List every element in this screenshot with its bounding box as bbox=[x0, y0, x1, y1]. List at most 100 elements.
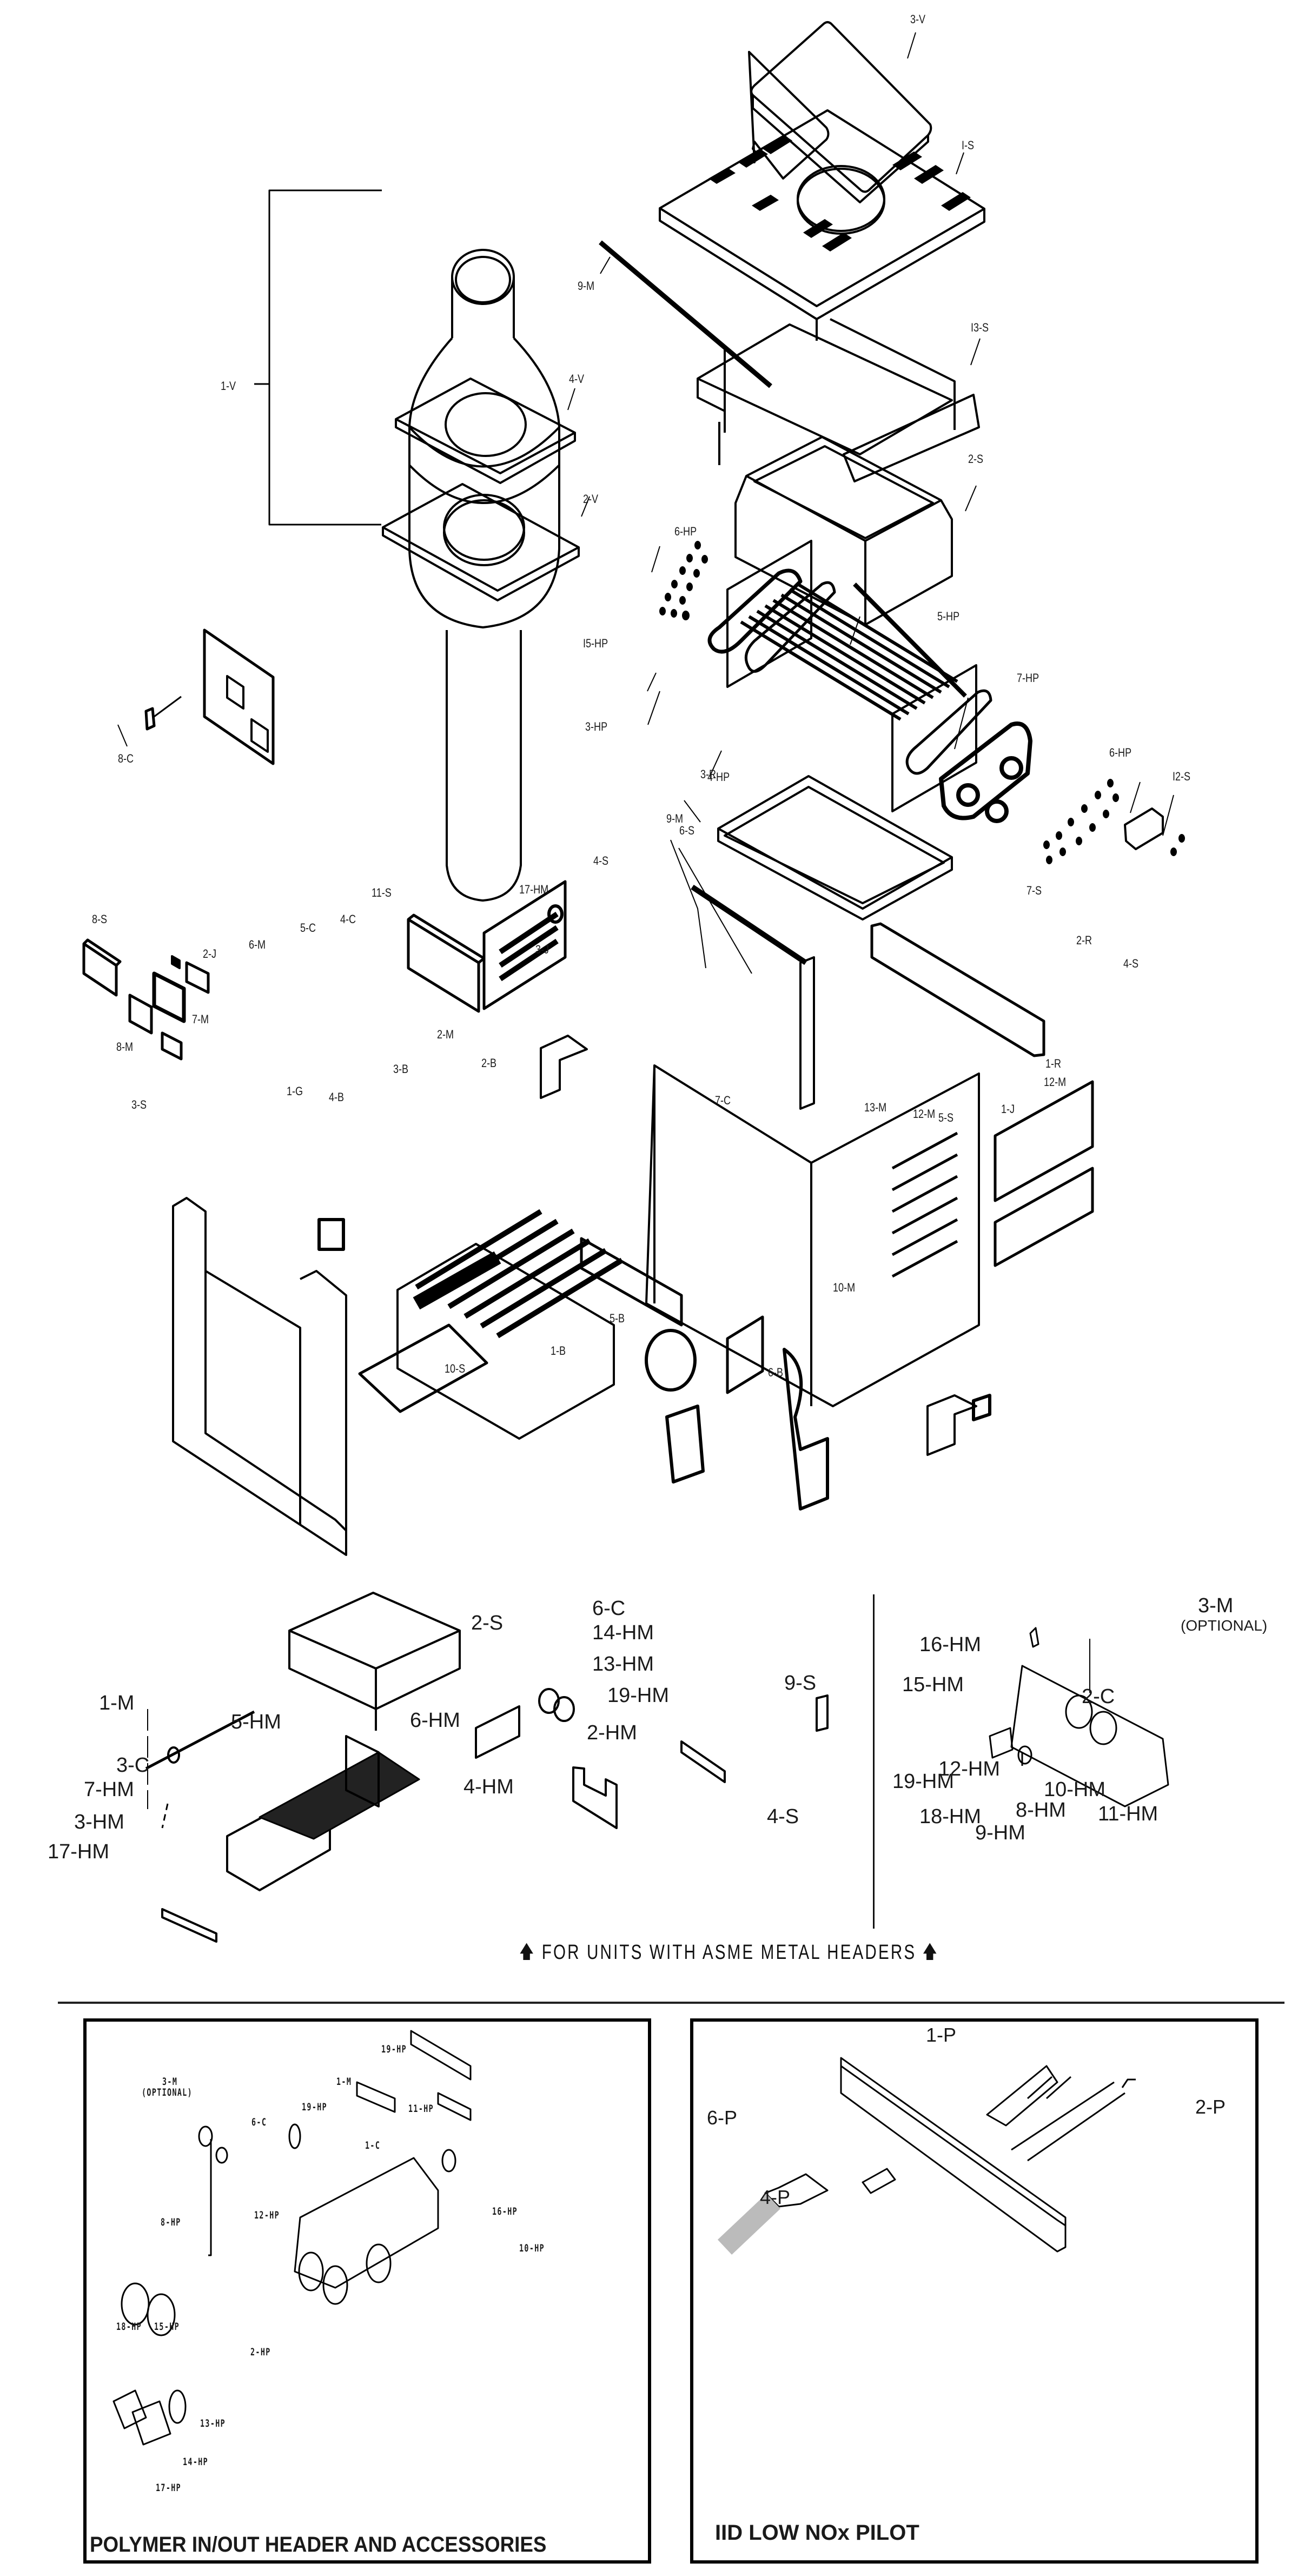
tray-part bbox=[717, 775, 953, 921]
bracket-part bbox=[1124, 807, 1164, 850]
callout-label: 4-V bbox=[569, 372, 585, 386]
callout-label: 6-C bbox=[592, 1597, 626, 1620]
callout-label: 9-M bbox=[666, 812, 684, 825]
callout-label: 18-HM bbox=[919, 1805, 982, 1828]
callout-label: 3-R bbox=[700, 767, 717, 781]
asme-heat-exchanger-part bbox=[226, 1735, 420, 1891]
callout-label: 2-B bbox=[481, 1056, 497, 1070]
callout-label: 7-HM bbox=[84, 1778, 134, 1801]
nuts-part bbox=[659, 541, 708, 620]
frame-part bbox=[697, 318, 980, 482]
section-divider-horizontal bbox=[58, 2002, 1284, 2004]
callout-label: 4-C bbox=[340, 912, 356, 926]
callout-label: (OPTIONAL) bbox=[142, 2087, 193, 2098]
callout-label: 3-S bbox=[131, 1098, 147, 1111]
callout-label: 7-C bbox=[715, 1094, 731, 1107]
cover-box-2-part bbox=[540, 1035, 588, 1099]
side-panels-right-part bbox=[994, 1080, 1094, 1267]
blower-part bbox=[645, 1329, 697, 1392]
callout-label: 10-HM bbox=[1044, 1778, 1106, 1801]
callout-label: 3-M bbox=[162, 2076, 178, 2088]
callout-label: 2-HM bbox=[587, 1721, 637, 1744]
callout-label: I-S bbox=[962, 138, 975, 152]
leader-lines bbox=[117, 32, 1174, 974]
callout-label: 2-S bbox=[968, 452, 984, 466]
callout-label: 9-S bbox=[784, 1672, 817, 1694]
door-panel-part bbox=[82, 938, 122, 997]
callout-label: 10-M bbox=[833, 1281, 856, 1294]
bezel-part bbox=[152, 971, 186, 1023]
asme-flue-collector-part bbox=[288, 1592, 461, 1731]
heat-exchanger-part bbox=[726, 540, 977, 812]
vent-bracket-line bbox=[254, 189, 382, 526]
asme-metal-header-part bbox=[989, 1665, 1169, 1807]
callout-label: 15-HM bbox=[902, 1673, 964, 1696]
callout-label: 12-HM bbox=[938, 1758, 1001, 1780]
callout-label: 2-J bbox=[203, 947, 217, 961]
callout-label: 4-S bbox=[767, 1805, 799, 1828]
side-panel-part bbox=[482, 880, 567, 1010]
pilot-tube-part bbox=[717, 2194, 781, 2255]
callout-label: 14-HP bbox=[183, 2456, 209, 2468]
callout-label: 1-G bbox=[287, 1084, 303, 1098]
callout-label: 2-R bbox=[1076, 933, 1092, 947]
vent-base-plate-part bbox=[382, 483, 580, 601]
asme-header-part bbox=[161, 1908, 217, 1943]
callout-label: 8-M bbox=[116, 1040, 134, 1054]
up-arrow-icon: 🡅 bbox=[519, 1942, 536, 1962]
callout-label: 13-HM bbox=[592, 1653, 654, 1676]
flue-collector-part bbox=[734, 436, 953, 626]
callout-label: 2-S bbox=[471, 1612, 504, 1634]
callout-label: 3-M bbox=[1198, 1594, 1234, 1617]
harness-part bbox=[783, 1348, 829, 1511]
switch-plate-part bbox=[161, 1031, 183, 1061]
callout-label: 5-C bbox=[300, 921, 316, 935]
rear-panel-part bbox=[870, 922, 1045, 1057]
callout-label: 8-S bbox=[92, 912, 108, 926]
callout-label: 19-HP bbox=[302, 2101, 328, 2113]
callout-label: 15-HP bbox=[154, 2321, 180, 2333]
strip-lower-part bbox=[691, 884, 807, 965]
asme-dashed-line bbox=[161, 1803, 169, 1829]
callout-label: 18-HP bbox=[116, 2321, 142, 2333]
vent-assembly-part bbox=[408, 249, 560, 902]
callout-label: 19-HM bbox=[607, 1684, 670, 1707]
callout-label: 2-M bbox=[437, 1028, 454, 1041]
polymer-header-part bbox=[112, 2030, 472, 2446]
callout-label: 8-C bbox=[118, 752, 134, 765]
transformer-part bbox=[972, 1394, 991, 1421]
callout-label: 2-P bbox=[1195, 2096, 1226, 2118]
callout-label: 3-B bbox=[393, 1062, 409, 1076]
gasket-right-part bbox=[905, 689, 992, 775]
cover-part bbox=[128, 994, 153, 1035]
callout-label: 4-B bbox=[329, 1090, 345, 1104]
o-ring-part bbox=[547, 904, 564, 924]
callout-label: 2-V bbox=[583, 492, 599, 506]
callout-label: 4-HM bbox=[463, 1776, 514, 1798]
callout-label: I2-S bbox=[1173, 770, 1191, 783]
strip-part bbox=[599, 240, 772, 388]
circuit-board-part bbox=[185, 961, 210, 994]
panel-title: POLYMER IN/OUT HEADER AND ACCESSORIES bbox=[90, 2533, 547, 2557]
polymer-header-panel: POLYMER IN/OUT HEADER AND ACCESSORIES bbox=[83, 2018, 651, 2564]
callout-label: 1-J bbox=[1001, 1102, 1015, 1116]
callout-label: 13-HP bbox=[200, 2418, 226, 2429]
callout-label: 8-HM bbox=[1016, 1799, 1066, 1822]
top-panel-part bbox=[659, 109, 985, 341]
callout-label: 1-B bbox=[551, 1344, 566, 1357]
callout-label: I3-S bbox=[971, 321, 989, 334]
callout-label: 11-HM bbox=[1098, 1803, 1158, 1825]
callout-label: 19-HP bbox=[381, 2043, 407, 2055]
callout-label: 6-HP bbox=[674, 525, 697, 538]
callout-label: 19-HM bbox=[892, 1770, 955, 1793]
nuts-right-part bbox=[1043, 779, 1185, 864]
callout-label: 3-HM bbox=[74, 1811, 124, 1833]
callout-label: 3-J bbox=[535, 943, 549, 956]
cabinet-part bbox=[645, 956, 980, 1407]
callout-label: 2-C bbox=[1082, 1685, 1115, 1708]
asme-side-panels-part bbox=[572, 1694, 829, 1829]
callout-label: 5-S bbox=[938, 1111, 954, 1124]
callout-label: 4-P bbox=[760, 2186, 791, 2208]
control-board-part bbox=[144, 628, 275, 765]
